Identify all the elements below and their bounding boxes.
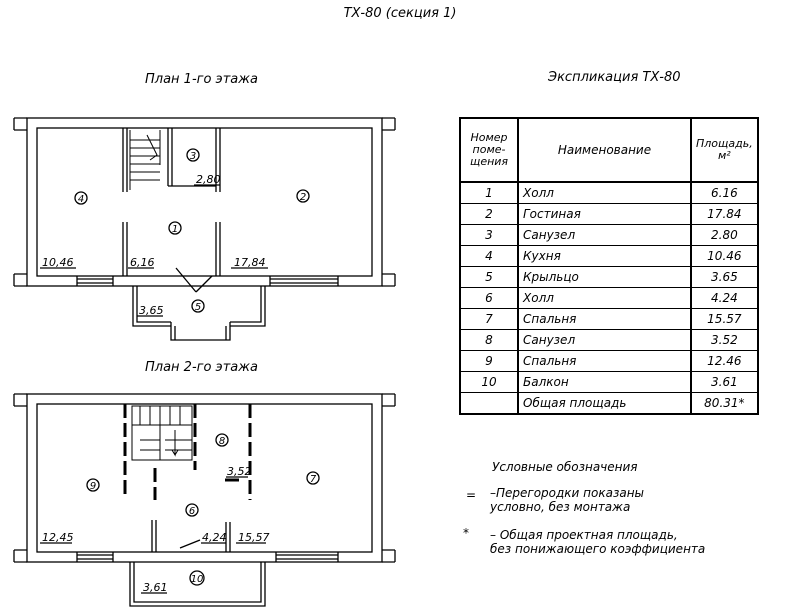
legend-item-total-area: – Общая проектная площадь, без понижающе… xyxy=(490,528,705,556)
table-row: 4 Кухня 10.46 xyxy=(459,245,759,267)
plan2-area-bath: 3,52 xyxy=(227,465,252,478)
legend-symbol-partition: = xyxy=(466,488,477,502)
plan1-room-4: 4 xyxy=(78,194,84,205)
plan1-room-1: 1 xyxy=(172,224,178,235)
row-area: 12.46 xyxy=(690,350,759,372)
row-area: 15.57 xyxy=(690,308,759,330)
row-name: Кухня xyxy=(517,245,692,267)
row-name: Холл xyxy=(517,287,692,309)
table-row: 5 Крыльцо 3.65 xyxy=(459,266,759,288)
plan2-room-6: 6 xyxy=(189,506,195,517)
explication-title: Экспликация ТХ-80 xyxy=(548,70,681,85)
plan2-area-hall: 4,24 xyxy=(202,531,227,544)
legend-item-partition: –Перегородки показаны условно, без монта… xyxy=(490,486,644,514)
drawing-title: ТХ-80 (секция 1) xyxy=(343,6,457,21)
table-row: 1 Холл 6.16 xyxy=(459,181,759,204)
legend-partition-line2: условно, без монтажа xyxy=(490,500,631,514)
plan2-area-bedroom9: 12,45 xyxy=(42,531,74,544)
row-area: 2.80 xyxy=(690,224,759,246)
legend-total-line2: без понижающего коэффициента xyxy=(490,542,706,556)
row-number: 7 xyxy=(459,308,519,330)
row-area: 6.16 xyxy=(690,181,759,204)
row-number: 1 xyxy=(459,181,519,204)
table-row: 2 Гостиная 17.84 xyxy=(459,203,759,225)
row-area: 3.61 xyxy=(690,371,759,393)
row-area: 4.24 xyxy=(690,287,759,309)
header-room-number: Номер поме- щения xyxy=(459,117,519,183)
row-number: 9 xyxy=(459,350,519,372)
total-name: Общая площадь xyxy=(517,392,692,415)
plan2-room-8: 8 xyxy=(219,436,225,447)
total-empty-cell xyxy=(459,392,519,415)
plan2-title: План 2-го этажа xyxy=(145,360,258,375)
row-name: Балкон xyxy=(517,371,692,393)
plan1-area-hall: 6,16 xyxy=(130,256,155,269)
plan1-area-porch: 3,65 xyxy=(139,304,164,317)
plan2-room-7: 7 xyxy=(310,474,317,485)
plan1-stairs xyxy=(129,130,161,190)
table-header-row: Номер поме- щения Наименование Площадь, … xyxy=(459,117,759,183)
row-name: Гостиная xyxy=(517,203,692,225)
row-name: Санузел xyxy=(517,224,692,246)
table-total-row: Общая площадь 80.31* xyxy=(459,392,759,415)
row-name: Спальня xyxy=(517,308,692,330)
row-area: 3.52 xyxy=(690,329,759,351)
table-row: 9 Спальня 12.46 xyxy=(459,350,759,372)
plan2-area-balcony: 3,61 xyxy=(143,581,168,594)
header-room-area: Площадь, м² xyxy=(690,117,759,183)
row-number: 5 xyxy=(459,266,519,288)
row-name: Спальня xyxy=(517,350,692,372)
plan1-walls xyxy=(13,117,396,341)
plan2-dashed-partitions xyxy=(123,404,252,500)
table-row: 10 Балкон 3.61 xyxy=(459,371,759,393)
row-number: 3 xyxy=(459,224,519,246)
legend-total-line1: – Общая проектная площадь, xyxy=(490,528,678,542)
row-number: 6 xyxy=(459,287,519,309)
plan1-title: План 1-го этажа xyxy=(145,72,258,87)
total-area: 80.31* xyxy=(690,392,759,415)
table-row: 3 Санузел 2.80 xyxy=(459,224,759,246)
table-row: 8 Санузел 3.52 xyxy=(459,329,759,351)
row-name: Холл xyxy=(517,181,692,204)
plan1-room-3: 3 xyxy=(190,151,196,162)
row-area: 3.65 xyxy=(690,266,759,288)
explication-table: Номер поме- щения Наименование Площадь, … xyxy=(459,117,759,415)
row-area: 17.84 xyxy=(690,203,759,225)
table-row: 7 Спальня 15.57 xyxy=(459,308,759,330)
plan1-area-bath: 2,80 xyxy=(196,173,221,186)
legend-title: Условные обозначения xyxy=(492,460,638,474)
plan2-room-10: 10 xyxy=(191,574,204,585)
plan2-area-bedroom7: 15,57 xyxy=(238,531,270,544)
plan1-area-living: 17,84 xyxy=(234,256,266,269)
plan1-room-2: 2 xyxy=(300,192,306,203)
plan1-area-kitchen: 10,46 xyxy=(42,256,74,269)
legend-partition-line1: –Перегородки показаны xyxy=(490,486,645,500)
row-name: Санузел xyxy=(517,329,692,351)
legend-symbol-asterisk: * xyxy=(463,526,469,540)
row-number: 8 xyxy=(459,329,519,351)
plan2-walls xyxy=(13,393,396,607)
table-row: 6 Холл 4.24 xyxy=(459,287,759,309)
header-room-name: Наименование xyxy=(517,117,692,183)
row-number: 4 xyxy=(459,245,519,267)
row-name: Крыльцо xyxy=(517,266,692,288)
plan2-room-9: 9 xyxy=(90,481,96,492)
plan2-stairs xyxy=(131,405,193,461)
row-number: 2 xyxy=(459,203,519,225)
row-number: 10 xyxy=(459,371,519,393)
plan1-room-5: 5 xyxy=(195,302,201,313)
row-area: 10.46 xyxy=(690,245,759,267)
